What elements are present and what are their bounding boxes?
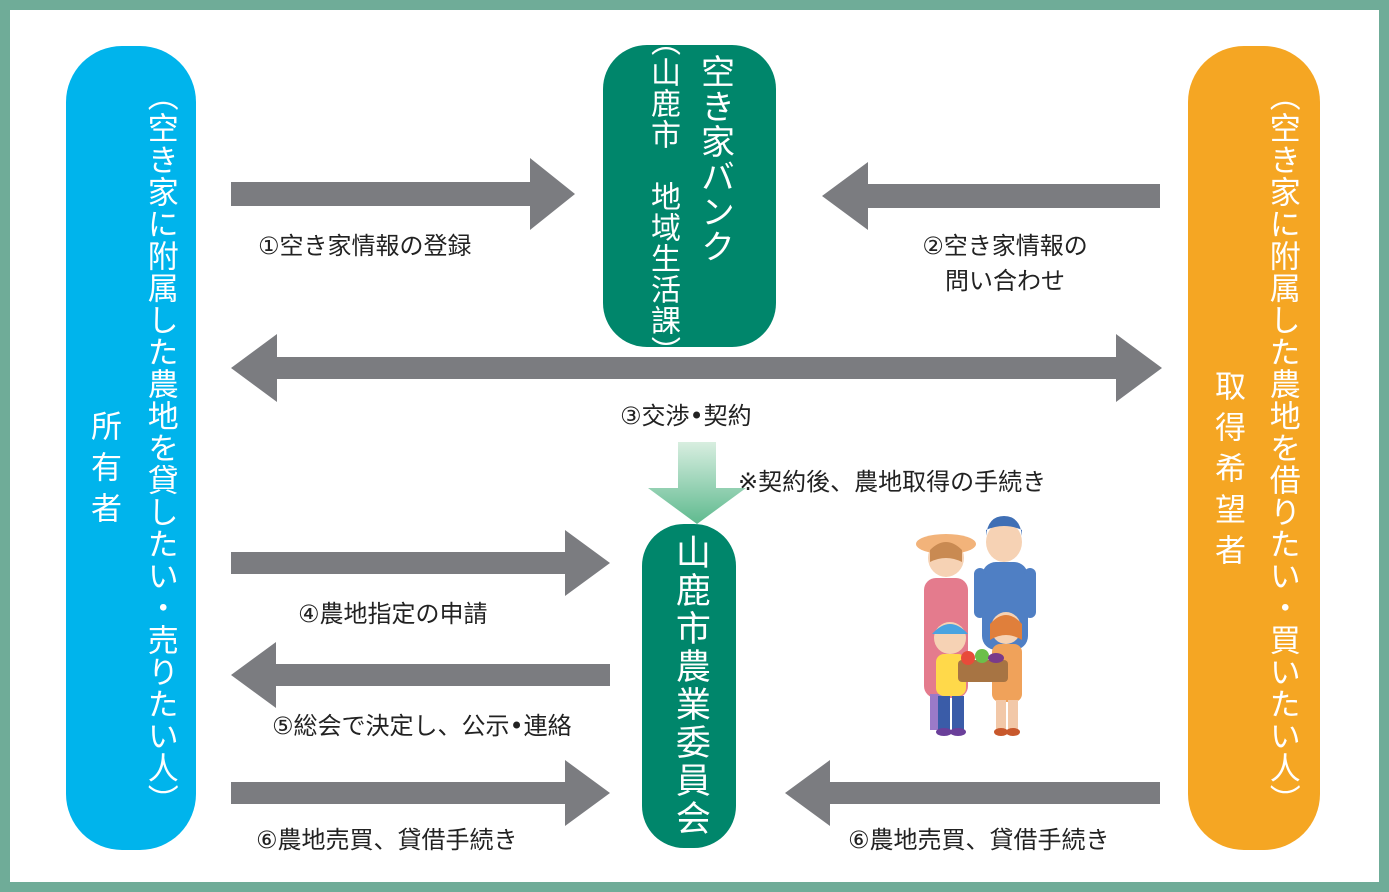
procedure-note: ※契約後、農地取得の手続き bbox=[738, 468, 1047, 496]
bank-subtitle: （山鹿市 地域生活課） bbox=[645, 25, 680, 367]
owner-role: 所有者 bbox=[85, 410, 121, 533]
step2-label: ②空き家情報の 問い合わせ bbox=[880, 226, 1130, 296]
arrow-step6-right bbox=[785, 760, 1160, 826]
step2-line2: 問い合わせ bbox=[945, 267, 1065, 295]
agriculture-committee-box: 山鹿市農業委員会 bbox=[642, 524, 736, 848]
arrow-step1 bbox=[231, 158, 575, 230]
akiya-bank-box: 空き家バンク （山鹿市 地域生活課） bbox=[603, 26, 776, 367]
arrow-step5 bbox=[231, 642, 610, 708]
step1-label: ①空き家情報の登録 bbox=[258, 232, 472, 260]
arrow-down bbox=[648, 442, 746, 524]
family-illustration bbox=[916, 516, 1036, 736]
arrow-step3 bbox=[231, 334, 1162, 402]
arrow-step6-left bbox=[231, 760, 610, 826]
step2-line1: ②空き家情報の bbox=[922, 232, 1088, 260]
step4-label: ④農地指定の申請 bbox=[298, 600, 488, 628]
step3-label: ③交渉•契約 bbox=[620, 402, 752, 430]
arrow-step2 bbox=[822, 162, 1160, 230]
step6-left-label: ⑥農地売買、貸借手続き bbox=[256, 826, 518, 854]
buyer-description: （空き家に附属した農地を借りたい・買いたい人） bbox=[1263, 80, 1300, 816]
owner-box: （空き家に附属した農地を貸したい・売りたい人） 所有者 bbox=[66, 46, 196, 850]
step5-label: ⑤総会で決定し、公示•連絡 bbox=[272, 712, 572, 740]
arrow-step4 bbox=[231, 530, 610, 596]
buyer-role: 取得希望者 bbox=[1209, 370, 1245, 575]
step6-right-label: ⑥農地売買、貸借手続き bbox=[848, 826, 1110, 854]
bank-title: 空き家バンク bbox=[694, 53, 735, 264]
committee-title: 山鹿市農業委員会 bbox=[669, 534, 710, 838]
buyer-box: （空き家に附属した農地を借りたい・買いたい人） 取得希望者 bbox=[1188, 46, 1320, 850]
owner-description: （空き家に附属した農地を貸したい・売りたい人） bbox=[141, 80, 178, 816]
